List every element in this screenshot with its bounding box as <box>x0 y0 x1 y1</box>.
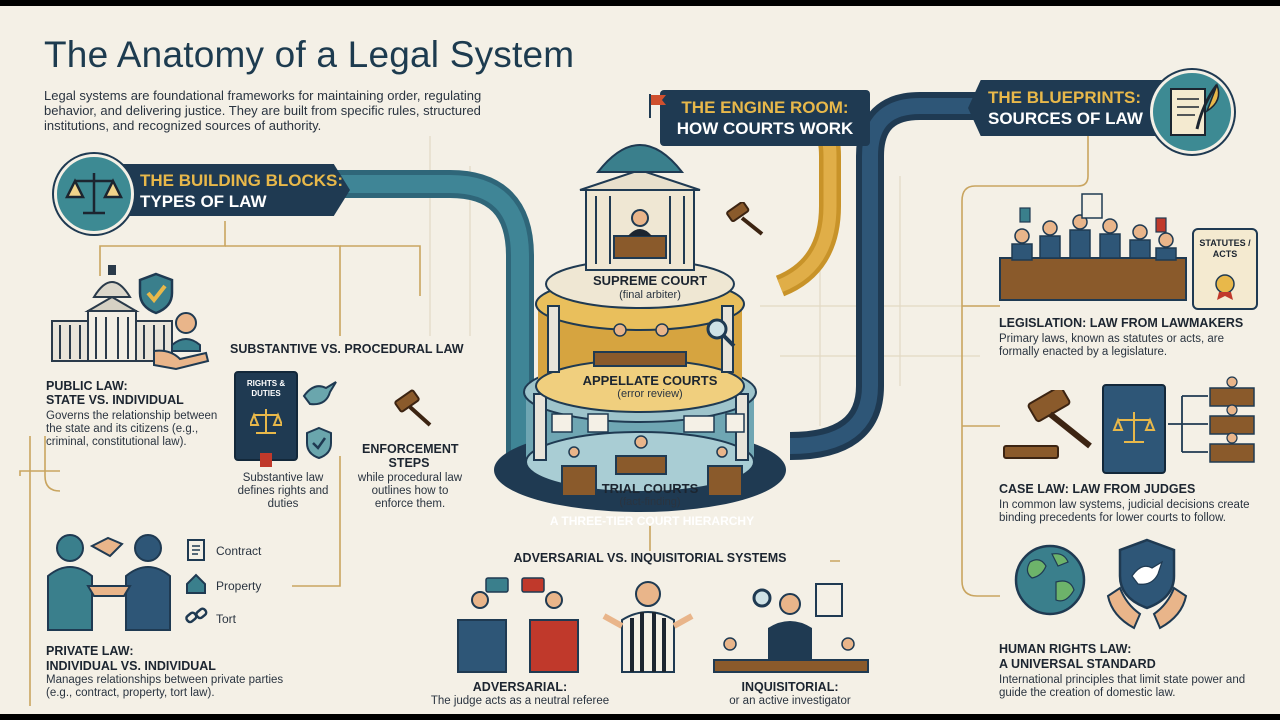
broken-chain-icon <box>185 607 208 624</box>
case-law-gavel-icon <box>1003 390 1092 459</box>
gavel-icon <box>394 389 432 427</box>
globe-icon <box>1014 544 1086 616</box>
adversarial-subheading: ADVERSARIAL: <box>472 680 568 694</box>
case-law-desc: In common law systems, judicial decision… <box>999 499 1250 524</box>
blueprints-title-line2: SOURCES OF LAW <box>988 109 1143 128</box>
engine-room-title-line2: HOW COURTS WORK <box>676 119 854 138</box>
blueprints-title-line1: THE BLUEPRINTS: <box>988 88 1141 107</box>
supreme-dome <box>595 144 685 173</box>
case-law-heading: CASE LAW: LAW FROM JUDGES <box>999 482 1196 496</box>
supreme-gavel-icon <box>726 202 764 236</box>
trial-courts-sub: (fact-finding) <box>619 496 681 508</box>
supreme-court-sub: (final arbiter) <box>619 289 681 301</box>
house-icon <box>186 573 206 594</box>
dove-icon <box>302 381 337 406</box>
intro-text: Legal systems are foundational framework… <box>44 88 482 133</box>
page-title: The Anatomy of a Legal System <box>44 34 575 75</box>
substantive-heading: SUBSTANTIVE VS. PROCEDURAL LAW <box>230 342 464 356</box>
public-law-desc: Governs the relationship between the sta… <box>46 410 218 448</box>
statutes-scroll-label: STATUTES / ACTS <box>1199 238 1251 259</box>
flag-icon <box>649 94 666 118</box>
private-law-heading-1: PRIVATE LAW: <box>46 644 134 658</box>
precedent-tree-icon <box>1168 376 1255 463</box>
court-hierarchy-graphic <box>494 144 786 512</box>
shield-small-icon <box>306 426 332 460</box>
legislature-chamber-icon <box>999 193 1187 301</box>
hands-shield-dove-icon <box>1106 538 1188 630</box>
referee-icon <box>602 581 694 673</box>
substantive-text: Substantive law defines rights and dutie… <box>237 472 329 510</box>
contract-icon <box>187 539 205 561</box>
appellate-courts-label: APPELLATE COURTS <box>582 373 718 388</box>
hierarchy-label: A THREE-TIER COURT HIERARCHY <box>549 514 755 528</box>
investigator-judge-icon <box>713 583 869 673</box>
enforcement-steps-heading: ENFORCEMENT STEPS <box>362 442 459 470</box>
private-law-heading-2: INDIVIDUAL VS. INDIVIDUAL <box>46 659 216 673</box>
scroll-quill-icon <box>1150 70 1234 154</box>
legislation-desc: Primary laws, known as statutes or acts,… <box>999 333 1224 358</box>
public-law-heading-1: PUBLIC LAW: <box>46 379 128 393</box>
engine-room-banner <box>660 90 870 146</box>
adversarial-desc: The judge acts as a neutral referee <box>430 695 610 707</box>
pipe-left <box>180 170 534 476</box>
appellate-courts-sub: (error review) <box>617 388 683 400</box>
procedural-text: while procedural law outlines how to enf… <box>357 472 463 510</box>
adversarial-heading: ADVERSARIAL VS. INQUISITORIAL SYSTEMS <box>470 551 830 565</box>
private-law-desc: Manages relationships between private pa… <box>46 674 284 699</box>
trial-courts-label: TRIAL COURTS <box>601 481 699 496</box>
inquisitorial-subheading: INQUISITORIAL: <box>741 680 839 694</box>
connector-graphics <box>19 92 1089 706</box>
magnifier-icon <box>706 318 736 348</box>
private-law-item-tort: Tort <box>216 612 237 626</box>
human-rights-desc: International principles that limit stat… <box>999 674 1246 699</box>
human-rights-heading-2: A UNIVERSAL STANDARD <box>999 657 1156 671</box>
rights-duties-book-icon: RIGHTS & DUTIES <box>234 371 298 467</box>
book-label: RIGHTS & DUTIES <box>246 379 286 398</box>
legislation-heading: LEGISLATION: LAW FROM LAWMAKERS <box>999 316 1244 330</box>
private-law-item-contract: Contract <box>216 544 262 558</box>
law-book-icon <box>1102 384 1166 474</box>
engine-room-title-line1: THE ENGINE ROOM: <box>681 98 849 117</box>
person-hand-icon <box>153 312 210 371</box>
private-law-item-property: Property <box>216 579 262 593</box>
capitol-building-icon <box>51 265 173 362</box>
lawyers-podiums-icon <box>457 577 579 673</box>
blueprints-banner <box>968 80 1180 136</box>
scales-icon <box>54 154 134 234</box>
public-law-heading-2: STATE VS. INDIVIDUAL <box>46 393 184 407</box>
inquisitorial-desc: or an active investigator <box>729 695 851 707</box>
building-blocks-title-line1: THE BUILDING BLOCKS: <box>140 171 344 190</box>
shield-check-icon <box>138 272 174 315</box>
infographic: The Anatomy of a Legal System Legal syst… <box>0 6 1280 714</box>
supreme-court-label: SUPREME COURT <box>592 273 708 288</box>
statutes-scroll: STATUTES / ACTS <box>1192 228 1258 310</box>
human-rights-heading-1: HUMAN RIGHTS LAW: <box>999 642 1132 656</box>
building-blocks-title-line2: TYPES OF LAW <box>140 192 267 211</box>
handshake-people-icon <box>47 534 171 631</box>
